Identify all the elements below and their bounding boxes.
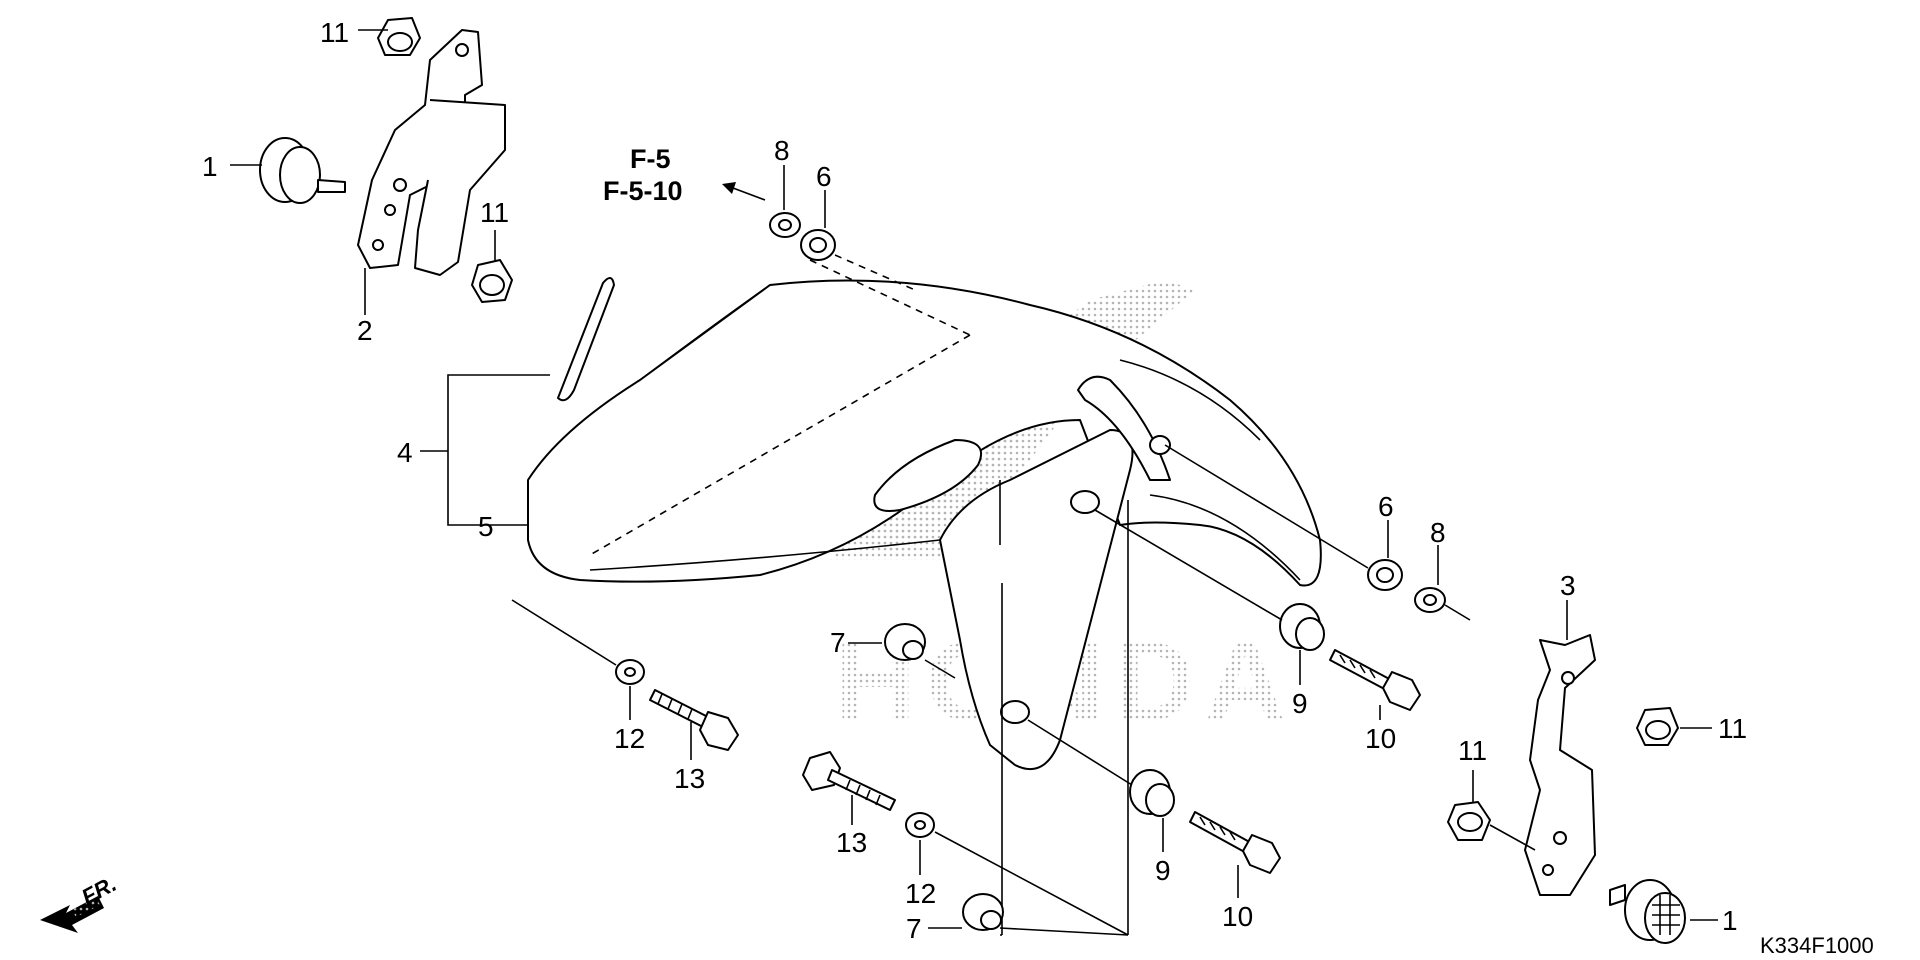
label-part-13: 13 (836, 827, 867, 858)
flange-nut-top-left (358, 17, 421, 56)
label-part-1: 1 (1722, 905, 1738, 936)
bolt-10-lower (1189, 811, 1281, 898)
label-part-11: 11 (320, 17, 349, 48)
bolt-13-lower (802, 751, 896, 825)
reference-f5: F-5 (630, 144, 671, 174)
label-part-8: 8 (1430, 517, 1446, 548)
flange-nut-right (1636, 707, 1712, 746)
reference-arrow (722, 182, 766, 201)
bolt-10-upper (1329, 649, 1421, 720)
label-part-12: 12 (905, 878, 936, 909)
flange-nut-bracket (471, 230, 513, 303)
label-part-9: 9 (1292, 688, 1308, 719)
label-part-3: 3 (1560, 570, 1576, 601)
label-part-5: 5 (478, 511, 494, 542)
fender-hugger-piece (557, 277, 615, 402)
label-part-6: 6 (1378, 491, 1394, 522)
label-part-7: 7 (906, 913, 922, 944)
label-part-13: 13 (674, 763, 705, 794)
bracket-3-plate (1524, 634, 1596, 896)
label-part-9: 9 (1155, 855, 1171, 886)
label-part-2: 2 (357, 315, 373, 346)
grommet-9-upper (1094, 509, 1325, 685)
label-part-4: 4 (397, 437, 413, 468)
flange-nut-lower (1447, 770, 1536, 851)
grommet-6-top (800, 190, 916, 291)
callout-labels: 11 1 11 2 4 5 F-5 F-5-10 8 6 6 8 3 7 9 1… (77, 17, 1873, 958)
grommet-6-right (1164, 444, 1403, 591)
label-part-10: 10 (1365, 723, 1396, 754)
reference-f5-10: F-5-10 (603, 176, 683, 206)
fender-vent (873, 439, 983, 512)
washer-12-lower (905, 812, 1129, 936)
collar-7-bottom (928, 893, 1129, 936)
label-part-7: 7 (830, 627, 846, 658)
collar-8-top (769, 165, 801, 238)
label-part-11: 11 (1718, 713, 1747, 744)
front-direction-arrow (40, 896, 104, 933)
fender-hole-upper (1070, 490, 1100, 514)
label-part-12: 12 (614, 723, 645, 754)
label-part-1: 1 (202, 151, 218, 182)
collar-8-right (1414, 545, 1471, 621)
grommet-9-lower (1027, 719, 1175, 852)
left-bracket (357, 29, 506, 315)
rubber-mount-bottom (1609, 879, 1718, 944)
fender-hole-top (1149, 435, 1171, 455)
right-bracket (1524, 600, 1596, 896)
label-part-11: 11 (480, 197, 509, 228)
fender-hole-lower (1000, 700, 1030, 724)
front-fender (420, 259, 1322, 770)
label-part-11: 11 (1458, 735, 1487, 766)
collar-7-left (848, 623, 956, 679)
bracket-2-hoop (414, 99, 506, 276)
label-part-6: 6 (816, 161, 832, 192)
diagram-code: K334F1000 (1760, 933, 1874, 958)
label-part-10: 10 (1222, 901, 1253, 932)
bolt-13-left (649, 689, 739, 760)
fender-body (527, 279, 1322, 587)
rubber-mount-top (230, 137, 346, 204)
label-part-8: 8 (774, 135, 790, 166)
washer-12-left (511, 599, 645, 720)
